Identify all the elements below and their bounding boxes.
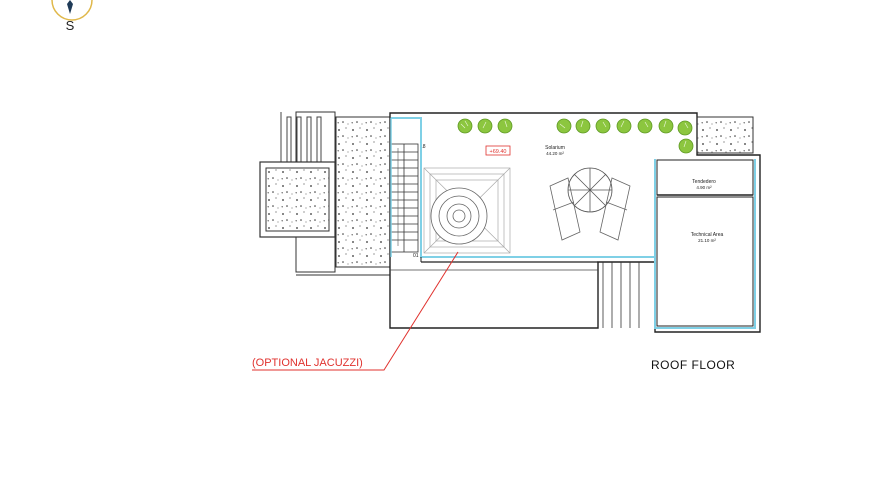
tendedero-name: Tendedero xyxy=(692,179,716,185)
optional-jacuzzi-callout: (OPTIONAL JACUZZI) xyxy=(252,357,363,369)
solarium-name: Solarium xyxy=(545,145,565,151)
lounger-icons xyxy=(549,177,631,241)
planter-box-gravel xyxy=(265,167,330,232)
technical-area-name: Technical Area xyxy=(691,232,724,238)
pergola-slats xyxy=(280,112,322,163)
right-planter xyxy=(696,116,754,154)
tree-icon xyxy=(637,118,653,134)
solarium-area: 44.20 m² xyxy=(546,151,564,156)
level-tag-box xyxy=(485,145,511,156)
stair-mark-bottom: 01 xyxy=(413,253,419,259)
plan-title: ROOF FLOOR xyxy=(651,358,735,372)
compass-letter: S xyxy=(66,18,75,33)
tree-icon xyxy=(616,118,632,134)
compass: S xyxy=(51,0,93,33)
tree-leaf-marks xyxy=(460,120,689,148)
tree-row xyxy=(457,118,694,154)
tree-icon xyxy=(457,118,473,134)
level-tag: +69.40 xyxy=(490,149,507,155)
technical-area-area: 21.10 m² xyxy=(698,238,716,243)
tree-icon xyxy=(556,118,572,134)
room-tendedero xyxy=(656,159,754,196)
glass-parapet-right xyxy=(654,159,756,329)
parasol-icon xyxy=(567,167,613,213)
gravel-strip xyxy=(335,116,391,268)
tree-icon xyxy=(477,118,493,134)
tree-icon xyxy=(678,138,694,154)
stair xyxy=(390,143,419,253)
compass-needle-icon xyxy=(67,0,73,14)
stair-mark-top: 18 xyxy=(420,144,426,150)
callout-leader xyxy=(252,251,459,371)
tree-icon xyxy=(658,118,674,134)
jacuzzi xyxy=(430,187,488,245)
compass-ring-arc xyxy=(51,0,93,21)
tree-icon xyxy=(497,118,513,134)
room-technical-area xyxy=(656,196,754,327)
tendedero-area: 4.90 m² xyxy=(696,185,712,190)
tree-icon xyxy=(575,118,591,134)
lower-steps xyxy=(602,262,640,328)
glass-parapet-left xyxy=(391,117,655,258)
tree-icon xyxy=(677,120,693,136)
tree-icon xyxy=(595,118,611,134)
